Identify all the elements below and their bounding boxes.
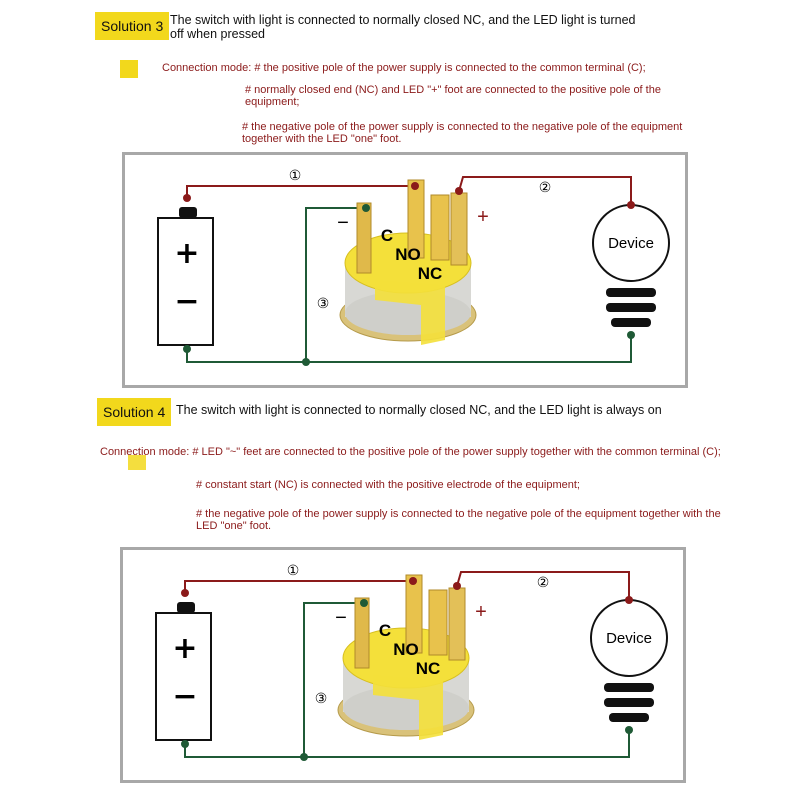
ground-bar (604, 698, 654, 707)
solution-4-line-2: # constant start (NC) is connected with … (196, 479, 580, 491)
solution-4-line-1: Connection mode: # LED "~" feet are conn… (100, 446, 721, 458)
wire-1-label: ① (289, 167, 302, 183)
battery-icon (157, 217, 214, 346)
ground-wire-green (186, 335, 632, 363)
ground-bar (604, 683, 654, 692)
wire-junction-dot (627, 201, 635, 209)
led-minus-terminal (354, 597, 370, 669)
battery-icon (155, 612, 212, 741)
wire-1-red (184, 580, 413, 593)
ground-bar (609, 713, 649, 722)
wire-1-red (186, 185, 415, 198)
solution-4-badge: Solution 4 (97, 398, 172, 426)
wire-1-label: ① (287, 562, 300, 578)
wire-junction-dot (411, 182, 419, 190)
switch-yellow-band (375, 280, 445, 345)
wire-2-label: ② (539, 179, 552, 195)
led-minus-label: − (337, 212, 349, 234)
wire-junction-dot (625, 596, 633, 604)
wire-junction-dot (625, 726, 633, 734)
solution-3-title: The switch with light is connected to no… (170, 13, 636, 41)
wire-junction-dot (455, 187, 463, 195)
wire-junction-dot (183, 194, 191, 202)
device-label: Device (606, 630, 652, 647)
led-plus-label: + (475, 601, 487, 623)
terminal-no (430, 194, 450, 261)
battery-plus-label: + (174, 236, 199, 271)
battery-plus-label: + (172, 631, 197, 666)
ground-wire-green (184, 730, 630, 758)
wire-junction-dot (627, 331, 635, 339)
led-plus-label: + (477, 206, 489, 228)
solution-3-badge: Solution 3 (95, 12, 170, 40)
terminal-c (407, 179, 425, 259)
wire-3-green (303, 602, 364, 757)
solution-4-line-3: # the negative pole of the power supply … (196, 508, 721, 532)
device-label: Device (608, 235, 654, 252)
battery-cap (177, 602, 195, 613)
wire-2-red (456, 571, 630, 600)
terminal-c-label: C (379, 621, 391, 640)
wire-3-label: ③ (317, 295, 330, 311)
solution-3-line-1: Connection mode: # the positive pole of … (162, 62, 646, 74)
terminal-c-label: C (381, 226, 393, 245)
wire-3-green (305, 207, 366, 362)
terminal-no-label: NO (395, 245, 421, 264)
wire-2-red (458, 176, 632, 205)
ground-bar (606, 288, 656, 297)
yellow-marker (128, 455, 146, 470)
wire-junction-dot (360, 599, 368, 607)
yellow-marker (120, 60, 138, 78)
battery-minus-label: − (172, 679, 197, 714)
solution-4-title: The switch with light is connected to no… (176, 403, 662, 417)
battery-minus-label: − (174, 284, 199, 319)
wire-junction-dot (181, 740, 189, 748)
wire-junction-dot (409, 577, 417, 585)
wire-junction-dot (302, 358, 310, 366)
wire-junction-dot (183, 345, 191, 353)
solution-3-line-3: # the negative pole of the power supply … (242, 121, 683, 145)
terminal-nc (450, 192, 468, 266)
wire-junction-dot (300, 753, 308, 761)
ground-bar (606, 303, 656, 312)
led-minus-terminal (356, 202, 372, 274)
terminal-no (428, 589, 448, 656)
wire-2-label: ② (537, 574, 550, 590)
wire-junction-dot (181, 589, 189, 597)
terminal-no-label: NO (393, 640, 419, 659)
wire-3-label: ③ (315, 690, 328, 706)
solution-3-line-2: # normally closed end (NC) and LED "+" f… (245, 84, 661, 108)
led-minus-label: − (335, 607, 347, 629)
switch-yellow-band (373, 675, 443, 740)
ground-bar (611, 318, 651, 327)
terminal-c (405, 574, 423, 654)
terminal-nc-label: NC (418, 264, 443, 283)
terminal-nc (448, 587, 466, 661)
battery-cap (179, 207, 197, 218)
terminal-nc-label: NC (416, 659, 441, 678)
wire-junction-dot (362, 204, 370, 212)
wire-junction-dot (453, 582, 461, 590)
